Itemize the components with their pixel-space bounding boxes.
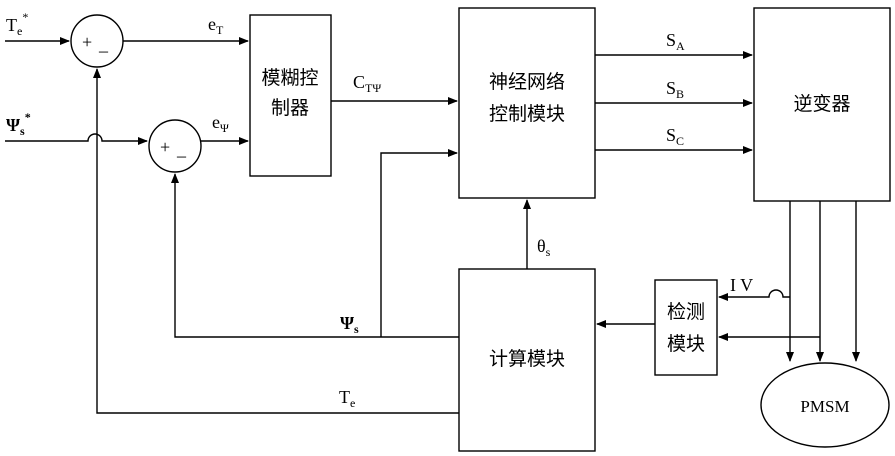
svg-text:PMSM: PMSM — [800, 397, 849, 416]
svg-text:θs: θs — [537, 236, 551, 259]
svg-text:I V: I V — [730, 275, 753, 295]
label-theta-s: θs — [537, 236, 551, 259]
svg-text:_: _ — [176, 139, 187, 159]
label-psi-s: Ψs — [340, 313, 359, 336]
svg-text:Ψs: Ψs — [340, 313, 359, 336]
svg-text:+: + — [160, 137, 170, 157]
summing-junction-flux: + _ — [149, 120, 201, 172]
label-e-t: eT — [208, 14, 224, 37]
svg-text:逆变器: 逆变器 — [793, 93, 850, 115]
svg-text:_: _ — [98, 34, 109, 54]
svg-text:控制模块: 控制模块 — [489, 103, 565, 125]
svg-text:Te*: Te* — [6, 10, 28, 38]
label-c-t-psi: CTΨ — [353, 72, 381, 95]
label-t-e: Te — [339, 387, 355, 410]
pmsm-motor: PMSM — [761, 363, 889, 447]
label-psi-ref: Ψs* — [6, 110, 31, 138]
svg-text:eΨ: eΨ — [212, 112, 229, 135]
svg-text:神经网络: 神经网络 — [489, 71, 565, 93]
svg-text:SB: SB — [666, 78, 684, 101]
label-s-c: SC — [666, 125, 684, 148]
connection-lines — [5, 41, 856, 413]
label-s-b: SB — [666, 78, 684, 101]
svg-text:制器: 制器 — [271, 97, 309, 119]
svg-text:SC: SC — [666, 125, 684, 148]
label-iv: I V — [730, 275, 753, 295]
summing-junction-torque: + _ — [71, 15, 123, 67]
svg-text:eT: eT — [208, 14, 224, 37]
label-s-a: SA — [666, 30, 685, 53]
svg-text:SA: SA — [666, 30, 685, 53]
svg-text:CTΨ: CTΨ — [353, 72, 381, 95]
fuzzy-controller-block: 模糊控 制器 — [250, 15, 331, 176]
calculation-block: 计算模块 — [459, 269, 595, 451]
svg-text:模块: 模块 — [667, 333, 705, 355]
svg-text:检测: 检测 — [667, 301, 705, 323]
label-e-psi: eΨ — [212, 112, 229, 135]
svg-text:Te: Te — [339, 387, 355, 410]
inverter-block: 逆变器 — [754, 8, 890, 201]
label-te-ref: Te* — [6, 10, 28, 38]
neural-network-control-block: 神经网络 控制模块 — [459, 8, 595, 198]
svg-text:+: + — [82, 32, 92, 52]
svg-text:模糊控: 模糊控 — [261, 67, 318, 89]
svg-text:Ψs*: Ψs* — [6, 110, 31, 138]
svg-text:计算模块: 计算模块 — [489, 348, 565, 370]
detection-block: 检测 模块 — [655, 280, 717, 375]
